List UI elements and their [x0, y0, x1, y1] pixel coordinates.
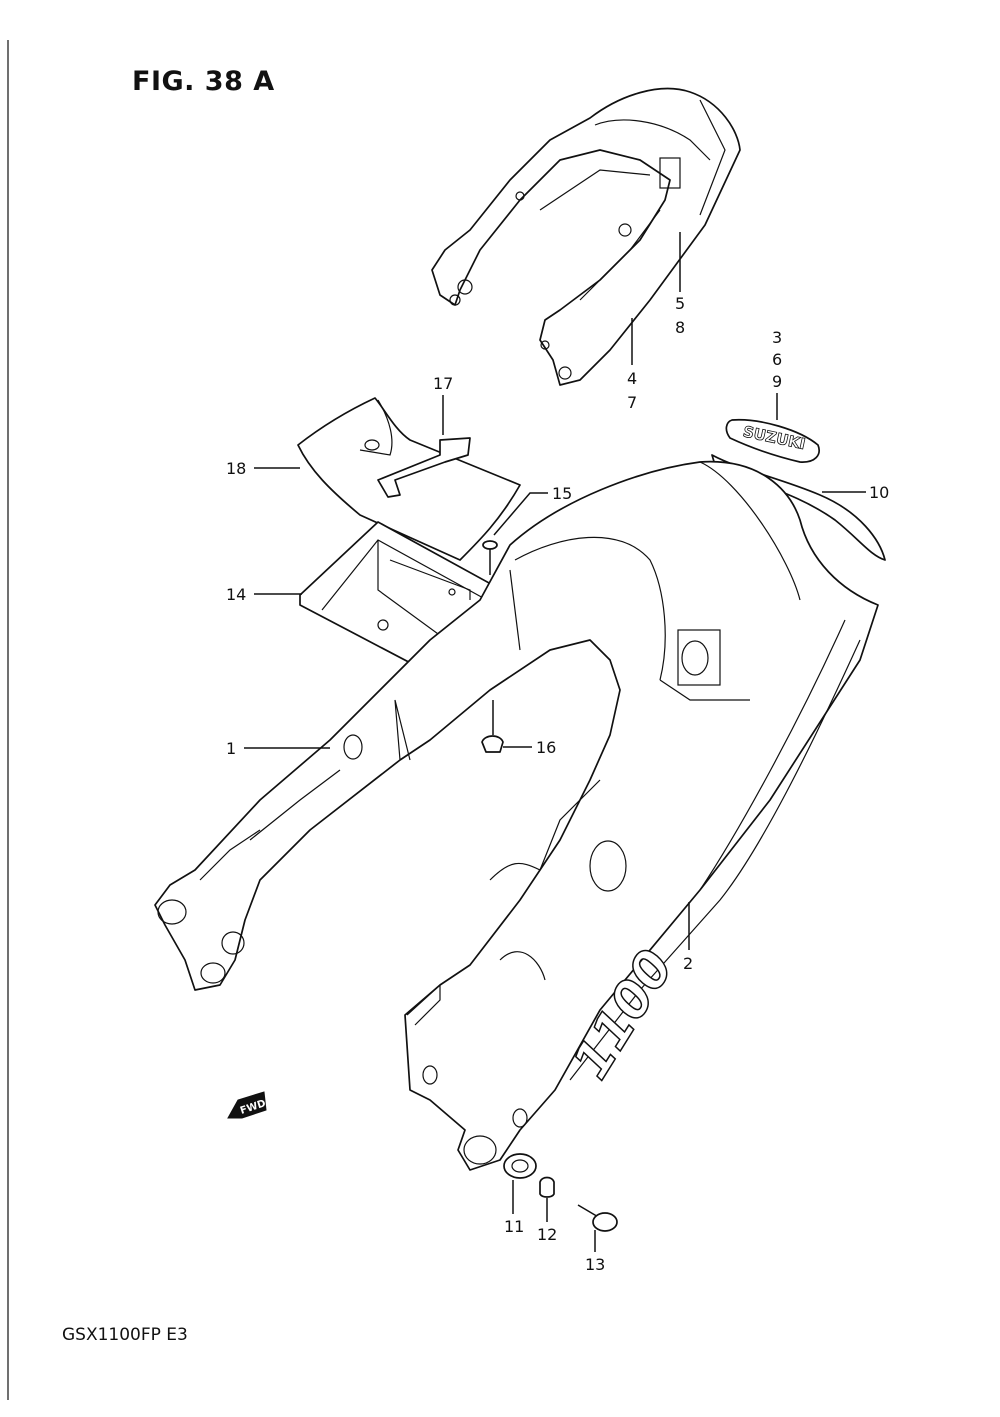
callout-10: 10: [869, 483, 889, 502]
cushion-bushing: [503, 1153, 537, 1179]
leader-15: [493, 492, 548, 536]
callout-4: 4: [627, 369, 637, 388]
mounting-bolt: [577, 1204, 618, 1232]
callout-5: 5: [675, 294, 685, 313]
callout-2: 2: [683, 954, 693, 973]
callout-6: 6: [772, 350, 782, 369]
screw: [482, 540, 498, 575]
callout-3: 3: [772, 328, 782, 347]
callout-16: 16: [536, 738, 556, 757]
grommet: [481, 735, 504, 753]
callout-7: 7: [627, 393, 637, 412]
spacer-collar: [539, 1176, 555, 1198]
model-code: GSX1100FP E3: [62, 1325, 188, 1345]
upper-tail-cover: [431, 87, 741, 386]
callout-17: 17: [433, 374, 453, 393]
callout-13: 13: [585, 1255, 605, 1274]
figure-title: FIG. 38 A: [132, 66, 275, 97]
forward-arrow-icon: FWD: [227, 1091, 267, 1119]
callout-15: 15: [552, 484, 572, 503]
tool-bag: [297, 397, 521, 561]
callout-18: 18: [226, 459, 246, 478]
callout-11: 11: [504, 1217, 524, 1236]
main-seat-tail-cover: 1100: [154, 460, 879, 1171]
callout-12: 12: [537, 1225, 557, 1244]
callout-14: 14: [226, 585, 246, 604]
callout-8: 8: [675, 318, 685, 337]
suzuki-emblem: SUZUKI: [725, 418, 820, 463]
callout-1: 1: [226, 739, 236, 758]
callout-9: 9: [772, 372, 782, 391]
